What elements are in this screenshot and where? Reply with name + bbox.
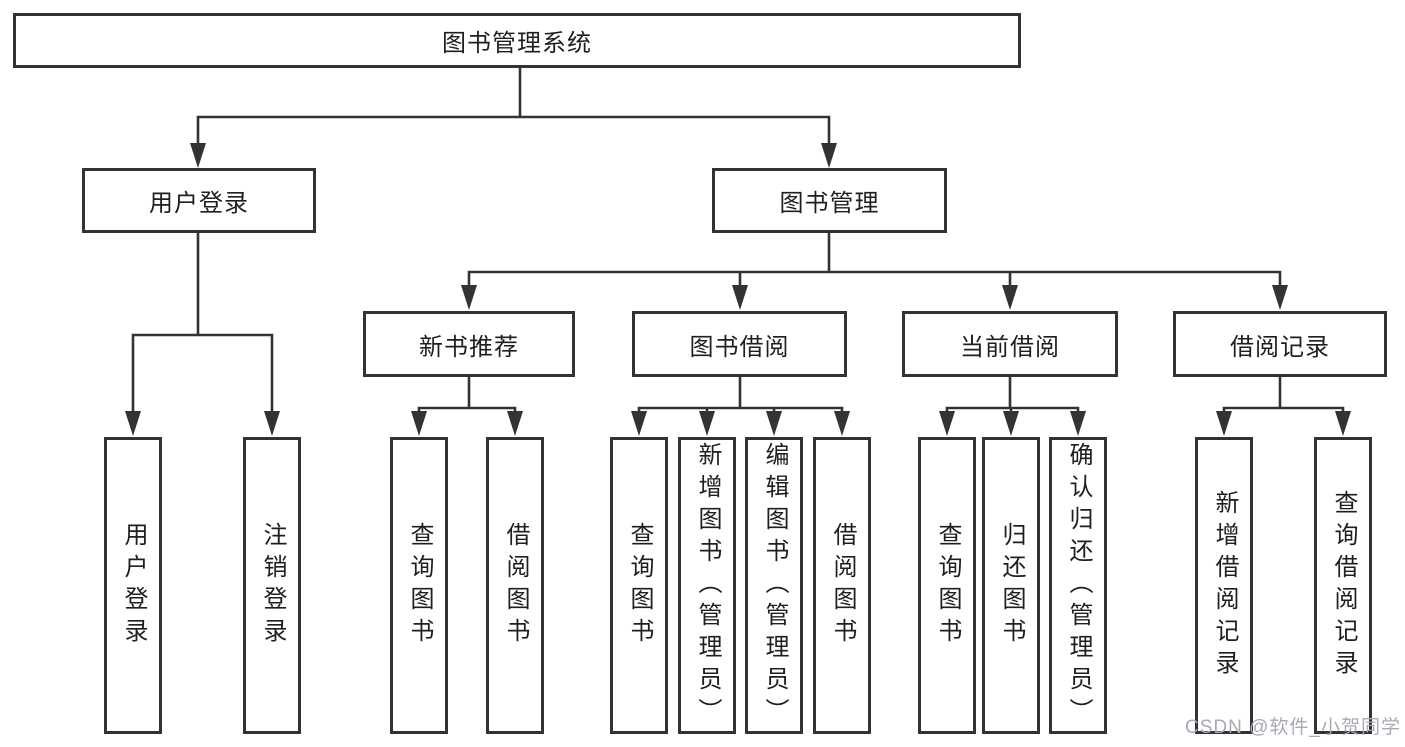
node-book-management-label: 图书管理 [779, 190, 880, 217]
leaf-query-borrow-record: 查询借阅记录 [1314, 437, 1372, 734]
leaf-query-borrow-record-label: 查询借阅记录 [1330, 489, 1357, 682]
leaf-query-book-current-label: 查询图书 [934, 521, 961, 650]
node-borrowing-records-label: 借阅记录 [1230, 333, 1330, 361]
node-new-book-recommend-label: 新书推荐 [419, 333, 519, 361]
leaf-add-borrow-record-label: 新增借阅记录 [1211, 489, 1238, 682]
node-borrowing-records: 借阅记录 [1173, 311, 1387, 377]
node-new-book-recommend: 新书推荐 [363, 311, 575, 377]
node-user-login: 用户登录 [82, 168, 316, 233]
node-library-management-system-label: 图书管理系统 [442, 30, 592, 57]
node-book-borrowing-label: 图书借阅 [689, 333, 790, 361]
node-current-borrowing-label: 当前借阅 [960, 333, 1060, 361]
leaf-borrow-book-recommend-label: 借阅图书 [502, 521, 529, 650]
node-book-borrowing: 图书借阅 [632, 311, 847, 377]
leaf-edit-book-admin-label: 编辑图书（管理员） [761, 441, 788, 730]
leaf-query-book-recommend: 查询图书 [390, 437, 448, 734]
node-user-login-label: 用户登录 [149, 190, 249, 217]
leaf-edit-book-admin: 编辑图书（管理员） [745, 437, 803, 734]
node-book-management: 图书管理 [712, 168, 947, 233]
leaf-logout: 注销登录 [243, 437, 301, 734]
leaf-add-book-admin: 新增图书（管理员） [678, 437, 736, 734]
leaf-query-book-recommend-label: 查询图书 [406, 521, 433, 650]
leaf-confirm-return-admin: 确认归还（管理员） [1049, 437, 1107, 734]
watermark-text: CSDN @软件_小贺同学 [1185, 717, 1401, 738]
leaf-return-book-label: 归还图书 [998, 521, 1025, 650]
leaf-query-book-borrowing: 查询图书 [610, 437, 668, 734]
leaf-borrow-book-recommend: 借阅图书 [486, 437, 544, 734]
node-current-borrowing: 当前借阅 [902, 311, 1118, 377]
leaf-add-borrow-record: 新增借阅记录 [1195, 437, 1253, 734]
leaf-add-book-admin-label: 新增图书（管理员） [694, 441, 721, 730]
leaf-borrow-book: 借阅图书 [813, 437, 871, 734]
leaf-borrow-book-label: 借阅图书 [829, 521, 856, 650]
leaf-user-login: 用户登录 [104, 437, 162, 734]
arrowhead-icons [125, 143, 1351, 436]
leaf-return-book: 归还图书 [982, 437, 1040, 734]
leaf-query-book-borrowing-label: 查询图书 [626, 521, 653, 650]
leaf-query-book-current: 查询图书 [918, 437, 976, 734]
node-library-management-system: 图书管理系统 [13, 13, 1021, 68]
leaf-user-login-label: 用户登录 [120, 521, 147, 650]
leaf-confirm-return-admin-label: 确认归还（管理员） [1065, 441, 1092, 730]
leaf-logout-label: 注销登录 [259, 521, 286, 650]
